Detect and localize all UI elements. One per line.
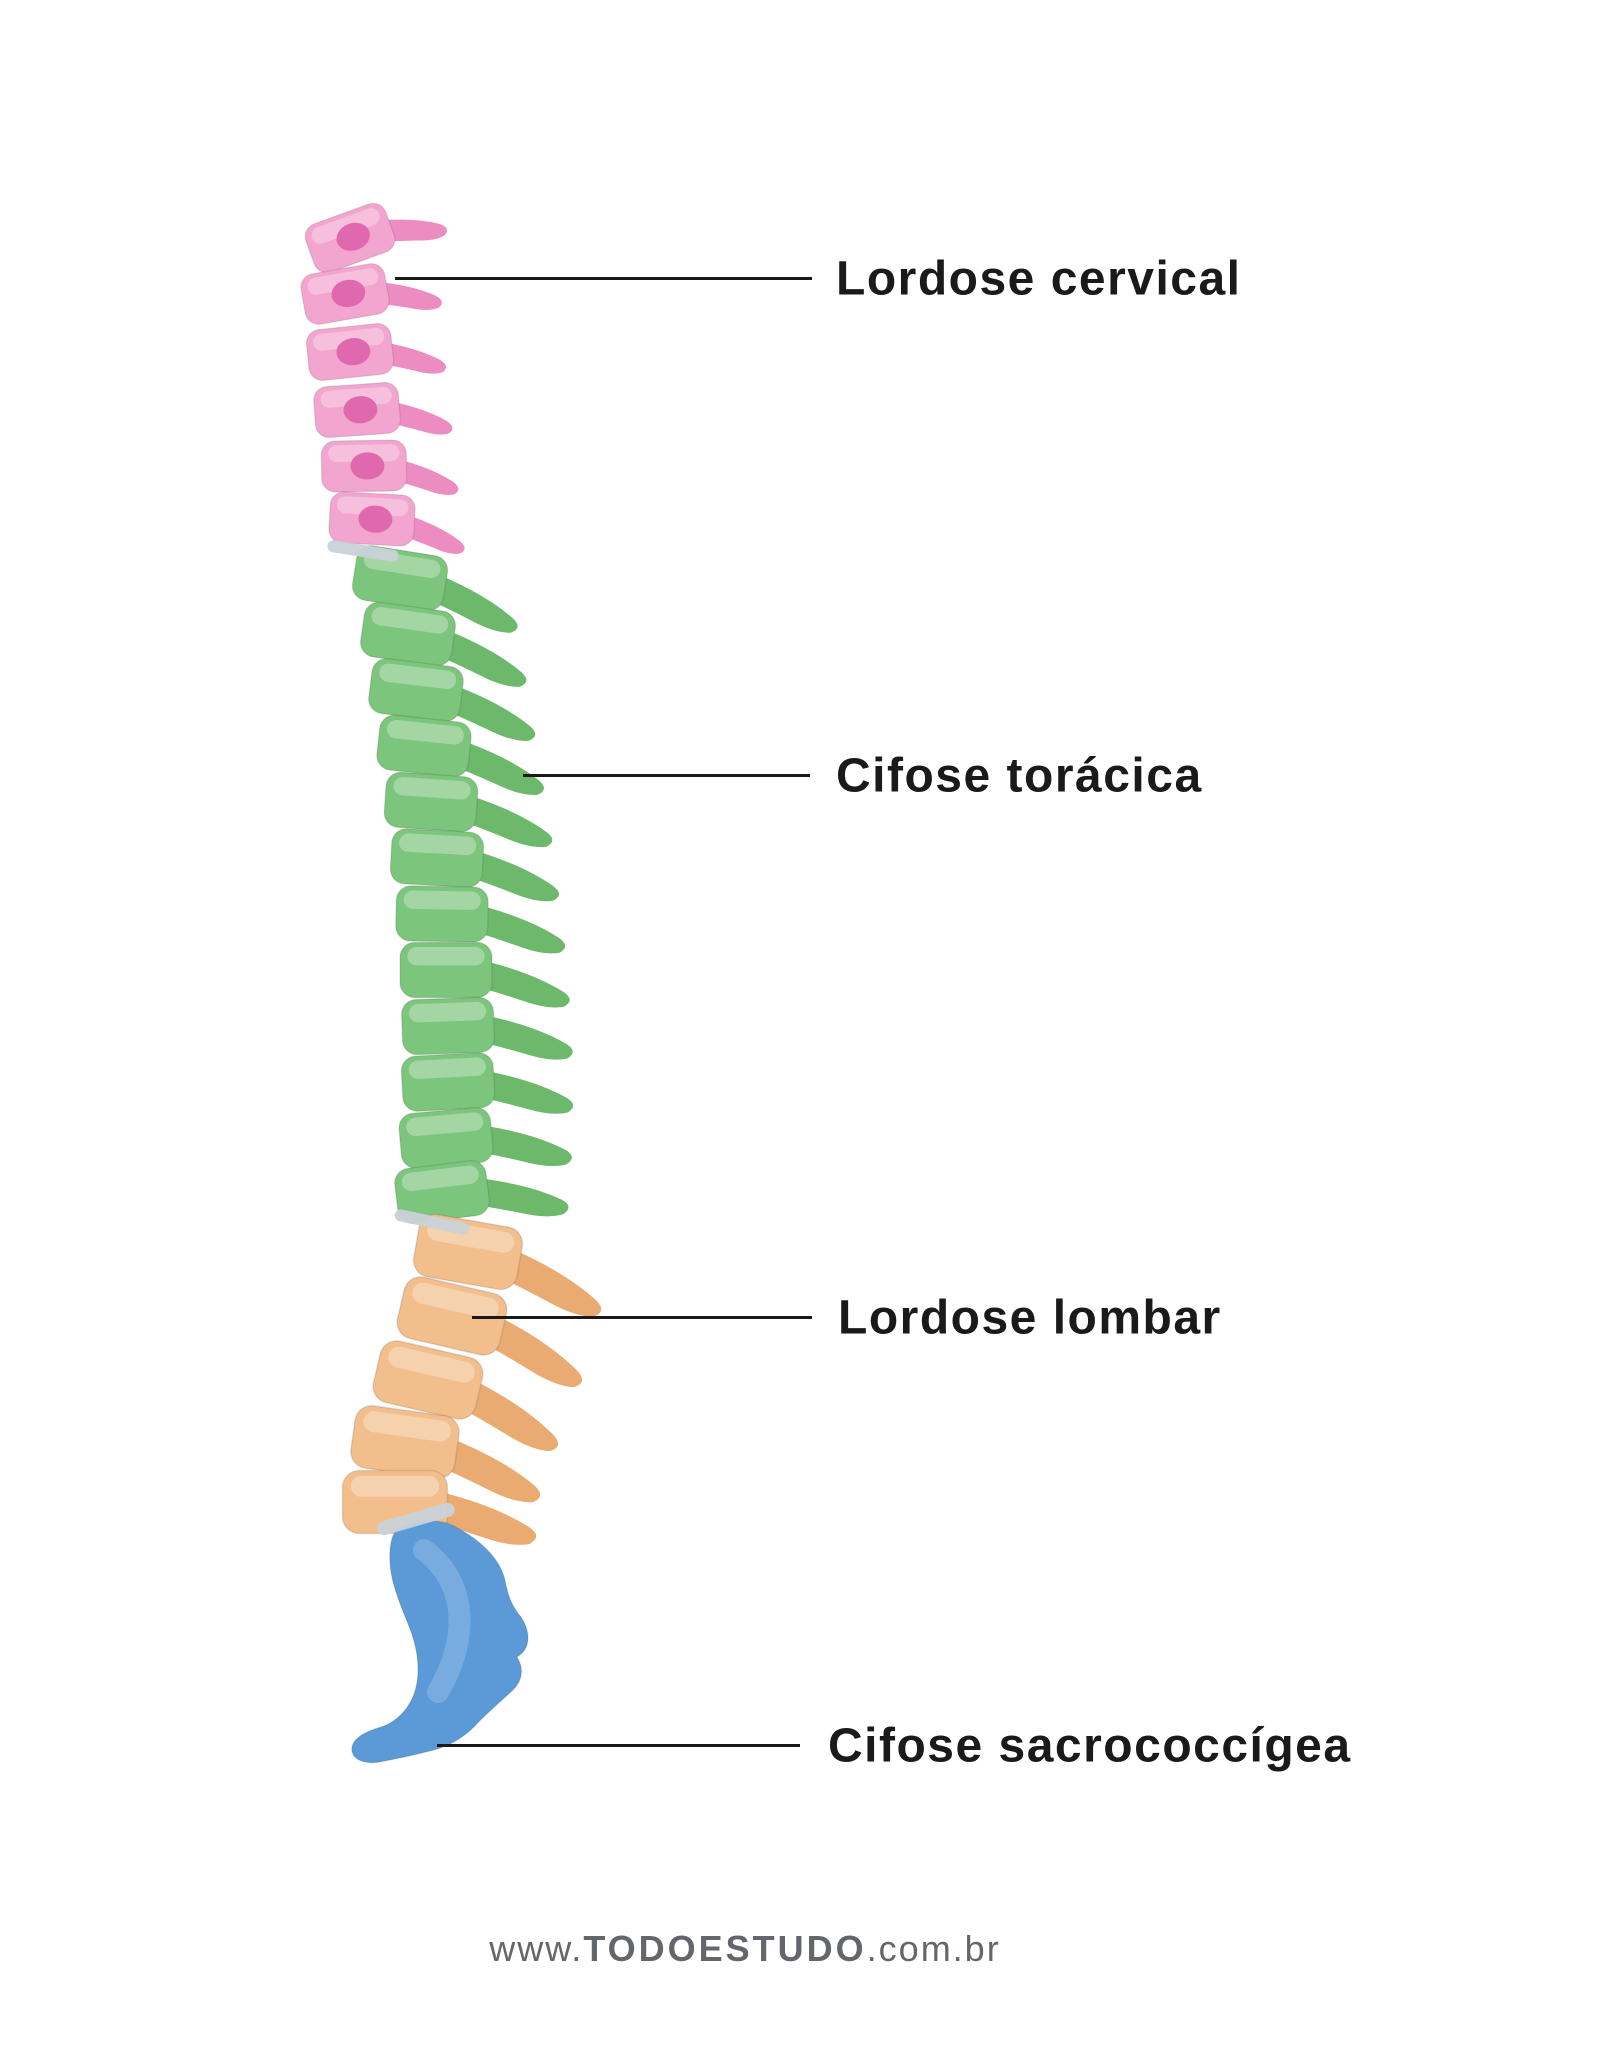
leader-line-lumbar [472,1316,812,1319]
cervical-vertebra [305,322,447,382]
sacrococcygeal-segment [351,1520,529,1764]
sacrum-coccyx-shape [351,1520,529,1764]
lumbar-vertebra [396,1276,582,1388]
leader-line-thoracic [523,774,810,777]
label-lordose-lombar: Lordose lombar [838,1291,1222,1345]
watermark-suffix: .com.br [866,1928,1001,1969]
cervical-vertebra [328,491,465,554]
cervical-vertebra [313,381,453,439]
thoracic-vertebra [389,828,560,902]
cervical-vertebra [304,202,447,274]
thoracic-vertebra [359,601,527,687]
thoracic-vertebra [376,714,544,796]
thoracic-segment [351,544,574,1225]
lumbar-vertebra [350,1404,541,1503]
watermark: www.TODOESTUDO.com.br [0,1928,1490,1970]
thoracic-vertebra [395,885,566,954]
label-cifose-toracica: Cifose torácica [836,749,1203,803]
disc-thoracolumbar [394,1209,470,1235]
leader-line-sacrococcygeal [437,1744,800,1747]
disc-cervicothoracic [327,540,399,562]
label-cifose-sacrococcigea: Cifose sacrococcígea [828,1719,1352,1773]
leader-line-cervical [395,277,812,280]
cervical-vertebra [300,263,442,325]
lumbar-segment [341,1213,602,1545]
lumbar-vertebra [372,1340,558,1452]
cervical-vertebra [320,439,459,495]
thoracic-vertebra [400,1052,574,1114]
thoracic-vertebra [393,1159,569,1225]
thoracic-vertebra [383,771,553,848]
cervical-segment [300,202,465,554]
thoracic-vertebra [398,1107,572,1169]
thoracic-vertebra [399,941,570,1008]
sacrum-highlight [413,1539,471,1703]
watermark-prefix: www. [489,1928,584,1969]
label-lordose-cervical: Lordose cervical [836,252,1242,306]
intervertebral-discs [327,540,470,1536]
watermark-brand: TODOESTUDO [583,1928,867,1969]
disc-lumbosacral [377,1502,455,1536]
thoracic-vertebra [400,996,573,1060]
thoracic-vertebra [367,657,536,741]
